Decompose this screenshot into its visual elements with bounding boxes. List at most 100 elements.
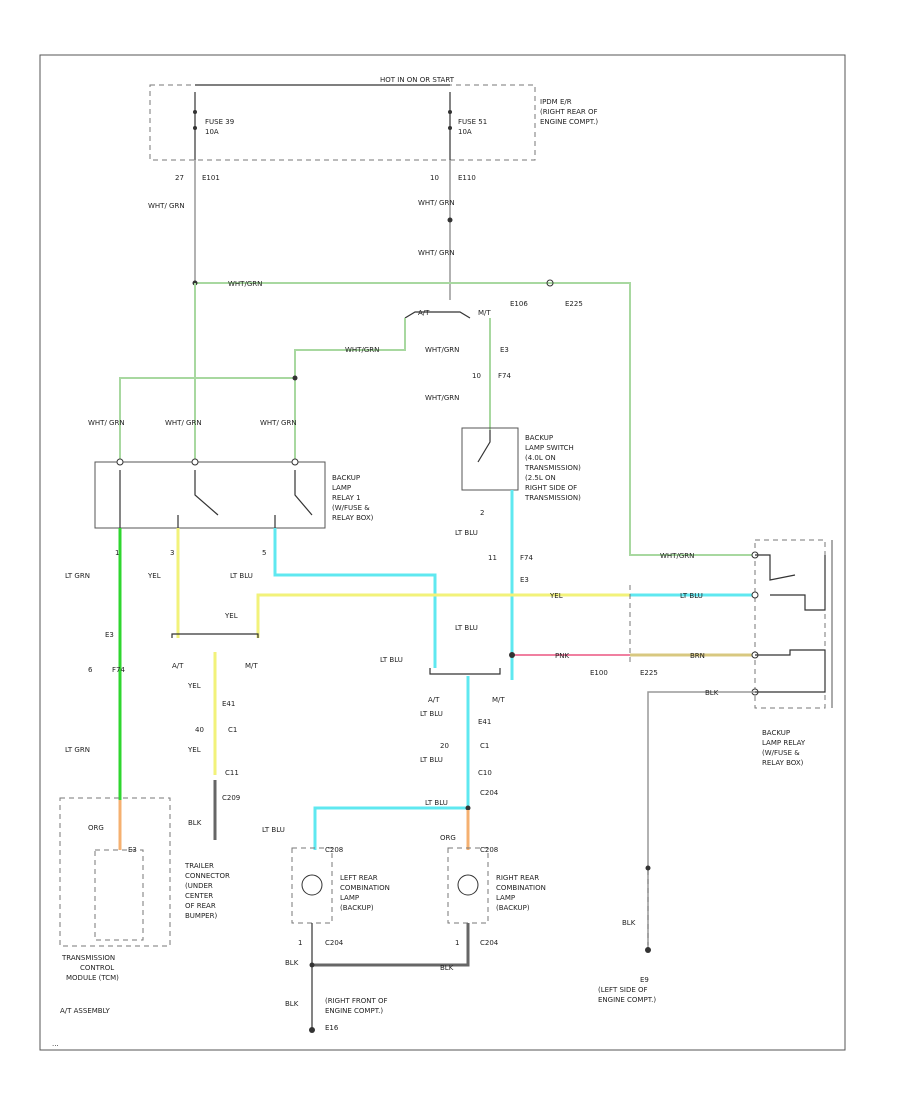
wire-label-ltblu-5: LT BLU [380,656,403,664]
ipdm-label-2: (RIGHT REAR OF [540,108,598,116]
wire-label-ltblu-2: LT BLU [455,624,478,632]
backup-lamp-relay-1 [94,461,326,529]
relay1-pin-5: 5 [262,549,266,557]
tcm-1: TRANSMISSION [61,954,115,962]
conn-e225b: E225 [640,669,658,677]
switch-at: A/T [418,309,430,317]
conn-e100: E100 [590,669,608,677]
pin-10: 10 [430,174,439,182]
ground2-2: ENGINE COMPT.) [598,996,656,1004]
wire-label-ltblu-8: LT BLU [425,799,448,807]
diagram-border [39,54,846,1051]
relay1-pin-3: 3 [170,549,174,557]
relay1-wire-c: WHT/ GRN [260,419,297,427]
wire-label-blk-4: BLK [285,1000,299,1008]
wire-label-yel-1: YEL [147,572,161,580]
wire-label-whtgrn-4: WHT/GRN [345,346,379,354]
figure-id: ... [52,1040,59,1048]
conn-e3: E3 [500,346,509,354]
conn-c204-r: C204 [480,939,499,947]
sw3-mt: M/T [492,696,505,704]
conn-e41-2: E41 [478,718,491,726]
pin-2: 2 [480,509,484,517]
trailer-6: BUMPER) [185,912,217,920]
wire-label-ltblu-9: LT BLU [262,826,285,834]
fuse39-label: FUSE 39 [205,118,234,126]
wire-label-whtgrn-3: WHT/ GRN [418,249,455,257]
relay1-line4: (W/FUSE & [332,504,370,512]
tcm-3: MODULE (TCM) [66,974,119,982]
sw2-mt: M/T [245,662,258,670]
conn-c1-2: C1 [480,742,489,750]
right-rear-lamp [447,847,489,924]
rlamp-1: RIGHT REAR [496,874,539,882]
backup-lamp-relay-2 [754,539,826,709]
pin-1-l: 1 [298,939,302,947]
trailer-4: CENTER [185,892,213,900]
trailer-1: TRAILER [184,862,214,870]
switch-mt: M/T [478,309,491,317]
sw2-at: A/T [172,662,184,670]
ipdm-label-3: ENGINE COMPT.) [540,118,598,126]
wire-label-whtgrn-2: WHT/ GRN [418,199,455,207]
conn-e106: E106 [510,300,528,308]
ground-e16-icon [309,1027,315,1033]
conn-c204-l: C204 [325,939,344,947]
ground2-1: (LEFT SIDE OF [598,986,648,994]
switch-line6: RIGHT SIDE OF [525,484,577,492]
pin-11: 11 [488,554,497,562]
wire-label-blk-5: BLK [705,689,719,697]
at-assembly-box [59,797,171,947]
wire-label-ltblu-4: LT BLU [680,592,703,600]
wire-label-yel-3: YEL [549,592,563,600]
ground2-id: E9 [640,976,649,984]
ipdm-label-1: IPDM E/R [540,98,572,106]
wire-label-brn: BRN [690,652,705,660]
llamp-2: COMBINATION [340,884,390,892]
switch-line7: TRANSMISSION) [524,494,581,502]
wire-label-ltblu-6: LT BLU [420,710,443,718]
relay1-wire-b: WHT/ GRN [165,419,202,427]
pin-40: 40 [195,726,204,734]
conn-c208-2: C208 [480,846,498,854]
relay1-line1: BACKUP [332,474,360,482]
relay1-line3: RELAY 1 [332,494,361,502]
pin-20: 20 [440,742,449,750]
backup-lamp-switch [461,427,519,491]
ground1-1: (RIGHT FRONT OF [325,997,388,1005]
llamp-1: LEFT REAR [340,874,378,882]
wire-label-whtgrn-6: WHT/GRN [425,394,459,402]
rlamp-3: LAMP [496,894,515,902]
conn-f74-2: F74 [520,554,533,562]
wire-label-whtgrn-5: WHT/GRN [425,346,459,354]
fuse51-terminal [448,110,452,114]
conn-c208: C208 [325,846,343,854]
wire-label-ltgrn-2: LT GRN [65,746,90,754]
conn-f74-3: F74 [112,666,125,674]
wire-label-ltblu-3: LT BLU [230,572,253,580]
wire-label-whtgrn-1: WHT/ GRN [148,202,185,210]
pin-6: 6 [88,666,93,674]
conn-e110: E110 [458,174,476,182]
at-assy-label: A/T ASSEMBLY [60,1007,111,1015]
llamp-3: LAMP [340,894,359,902]
conn-c204: C204 [480,789,499,797]
tcm-2: CONTROL [80,964,114,972]
rlamp-2: COMBINATION [496,884,546,892]
wire-label-bus: WHT/GRN [228,280,262,288]
wire-label-org-1: ORG [88,824,104,832]
wire-label-ltgrn-1: LT GRN [65,572,90,580]
trailer-2: CONNECTOR [185,872,230,880]
left-bulb-icon [301,874,323,896]
ground1-id: E16 [325,1024,339,1032]
switch-line3: (4.0L ON [525,454,556,462]
fuse39-terminal [193,110,197,114]
switch-line4: TRANSMISSION) [524,464,581,472]
relay2-1: BACKUP [762,729,790,737]
wire-label-yel-2: YEL [224,612,238,620]
pin-1-r: 1 [455,939,459,947]
pin-10-f74: 10 [472,372,481,380]
wire-label-ltblu-7: LT BLU [420,756,443,764]
tcm-box [94,849,144,941]
